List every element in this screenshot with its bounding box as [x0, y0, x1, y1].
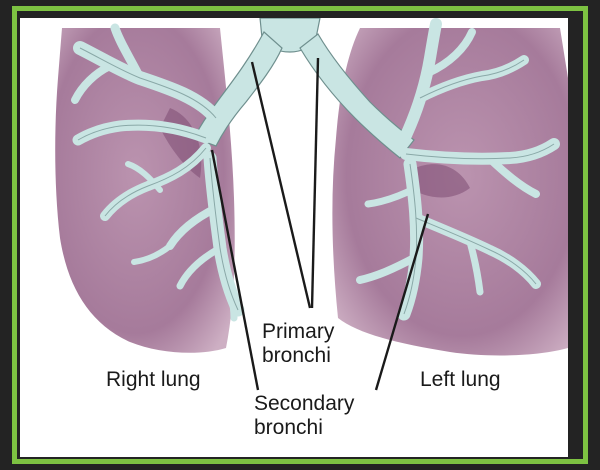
primary-bronchi-label-line2: bronchi — [262, 344, 331, 368]
secondary-bronchi-label-line2: bronchi — [254, 416, 323, 440]
primary-bronchi-label-line1: Primary — [262, 320, 334, 344]
diagram-canvas: Right lung Left lung Primary bronchi Sec… — [20, 18, 568, 457]
left-lung-label: Left lung — [420, 368, 501, 392]
primary-leader-right — [252, 62, 310, 308]
right-lung-label: Right lung — [106, 368, 201, 392]
primary-leader-left — [312, 58, 318, 308]
secondary-bronchi-label-line1: Secondary — [254, 392, 354, 416]
